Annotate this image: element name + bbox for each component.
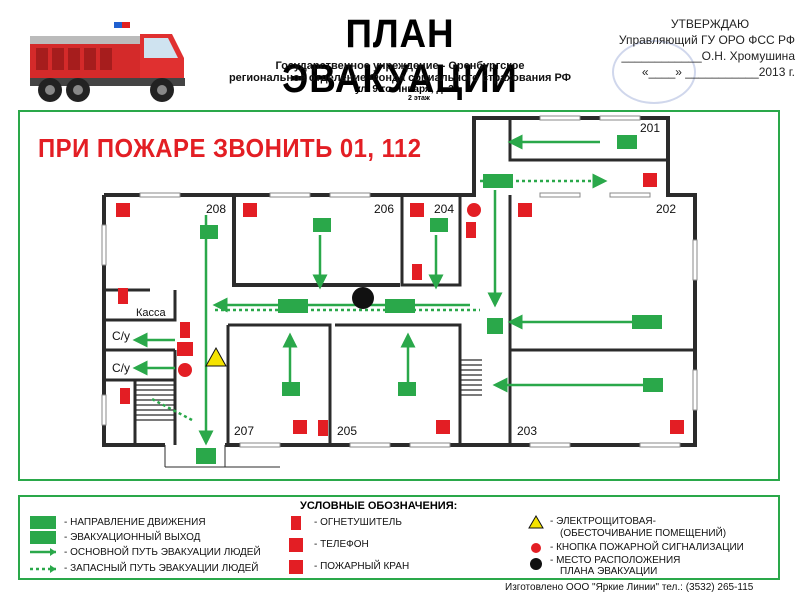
approval-line-4: «____» ___________2013 г. xyxy=(641,65,795,79)
room-206: 206 xyxy=(374,202,394,216)
legend-spare-route: - ЗАПАСНЫЙ ПУТЬ ЭВАКУАЦИИ ЛЮДЕЙ xyxy=(64,563,259,574)
legend-electrical-line-1: - ЭЛЕКТРОЩИТОВАЯ- xyxy=(550,516,656,527)
subtitle-line-1: Государственное учреждение - Оренбургско… xyxy=(275,60,525,72)
room-205: 205 xyxy=(337,424,357,438)
legend-location-line-1: - МЕСТО РАСПОЛОЖЕНИЯ xyxy=(550,555,681,566)
fire-call-notice: ПРИ ПОЖАРЕ ЗВОНИТЬ 01, 112 xyxy=(38,133,422,163)
room-kassa: Касса xyxy=(136,307,167,319)
legend-extinguisher-icon xyxy=(291,516,301,530)
main-routes xyxy=(132,134,650,446)
legend-main-route: - ОСНОВНОЙ ПУТЬ ЭВАКУАЦИИ ЛЮДЕЙ xyxy=(64,547,261,558)
room-201: 201 xyxy=(640,121,660,135)
approval-line-2: Управляющий ГУ ОРО ФСС РФ xyxy=(618,33,795,47)
legend-direction-icon xyxy=(30,516,56,529)
legend-hydrant: - ПОЖАРНЫЙ КРАН xyxy=(314,561,410,572)
room-203: 203 xyxy=(517,424,537,438)
floor-plan: 208 206 204 202 201 207 205 203 Касса С/… xyxy=(101,115,698,468)
legend-hydrant-icon xyxy=(289,560,303,574)
approval-line-1: УТВЕРЖДАЮ xyxy=(670,17,750,31)
address: ул. 9-го Января, д. 33 xyxy=(355,84,460,95)
legend-exit: - ЭВАКУАЦИОННЫЙ ВЫХОД xyxy=(64,532,201,543)
legend-alarm: - КНОПКА ПОЖАРНОЙ СИГНАЛИЗАЦИИ xyxy=(550,542,744,553)
electrical-panel-icon xyxy=(205,346,227,367)
alarm-button-icon xyxy=(467,203,481,217)
legend-extinguisher: - ОГНЕТУШИТЕЛЬ xyxy=(314,517,402,528)
legend-location-line-2: ПЛАНА ЭВАКУАЦИИ xyxy=(560,566,658,577)
legend-direction: - НАПРАВЛЕНИЕ ДВИЖЕНИЯ xyxy=(64,517,206,528)
legend-alarm-icon xyxy=(531,543,541,553)
legend-location-icon xyxy=(530,558,542,570)
approval-line-3: ____________О.Н. Хромушина xyxy=(621,49,795,63)
room-202: 202 xyxy=(656,202,676,216)
room-207: 207 xyxy=(234,424,254,438)
room-wc-1: С/у xyxy=(112,329,130,343)
plan-frame xyxy=(18,110,780,481)
staircase-left xyxy=(135,384,175,421)
legend-electrical-icon xyxy=(528,515,544,529)
fire-truck-illustration xyxy=(30,22,185,102)
floor-label: 2 этаж xyxy=(408,95,430,102)
subtitle-line-2: региональное отделение Фонда социального… xyxy=(228,72,572,84)
legend-electrical-line-2: (ОБЕСТОЧИВАНИЕ ПОМЕЩЕНИЙ) xyxy=(560,528,727,539)
legend-phone: - ТЕЛЕФОН xyxy=(314,539,369,550)
staircase-middle xyxy=(460,359,482,396)
you-are-here-marker xyxy=(352,287,374,309)
legend-phone-icon xyxy=(289,538,303,552)
extinguisher-icons xyxy=(118,222,476,436)
room-208: 208 xyxy=(206,202,226,216)
legend-title: УСЛОВНЫЕ ОБОЗНАЧЕНИЯ: xyxy=(300,500,458,512)
organization-name: Государственное учреждение - Оренбургско… xyxy=(215,60,585,84)
exit-signs xyxy=(196,135,663,464)
alarm-button-icon-2 xyxy=(178,363,192,377)
phone-icons xyxy=(116,173,684,434)
room-wc-2: С/у xyxy=(112,361,130,375)
hydrant-icon xyxy=(177,342,193,356)
plan-title: ПЛАН ЭВАКУАЦИИ xyxy=(282,12,518,101)
approval-block: УТВЕРЖДАЮ Управляющий ГУ ОРО ФСС РФ ____… xyxy=(585,16,795,80)
legend-frame xyxy=(18,495,780,580)
approval-stamp xyxy=(612,40,696,104)
manufacturer-footer: Изготовлено ООО "Яркие Линии" тел.: (353… xyxy=(505,582,754,593)
windows xyxy=(101,115,698,448)
room-204: 204 xyxy=(434,202,454,216)
legend-exit-icon xyxy=(30,531,56,544)
